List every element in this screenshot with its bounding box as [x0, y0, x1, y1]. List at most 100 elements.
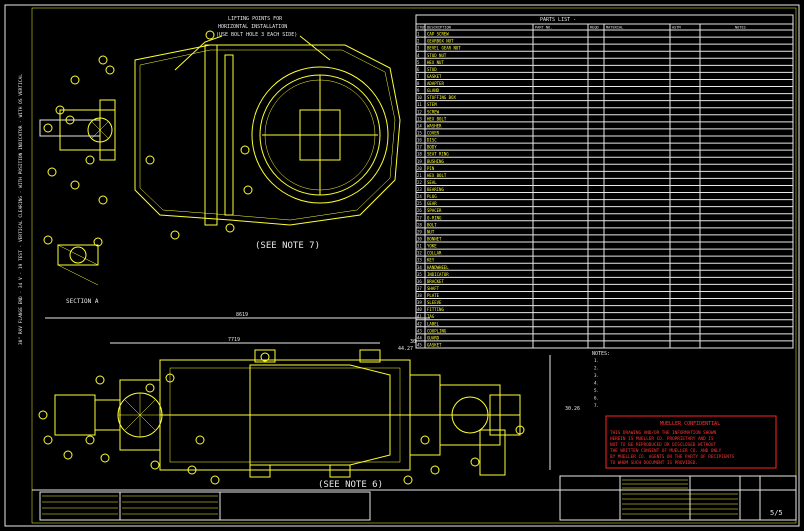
- parts-cell: 9: [417, 88, 420, 93]
- bolt: [98, 195, 108, 205]
- note-line: 5.: [594, 388, 599, 393]
- dim-3026: 30.26: [565, 406, 580, 412]
- parts-cell: CAP SCREW: [427, 32, 449, 37]
- parts-cell: 15: [417, 131, 422, 136]
- parts-cell: STEM: [427, 102, 437, 107]
- parts-cell: SLEEVE: [427, 300, 442, 305]
- note-line: 2.: [594, 366, 599, 371]
- parts-cell: 18: [417, 152, 422, 157]
- bolt: [65, 115, 75, 125]
- note-line: 6.: [594, 396, 599, 401]
- parts-cell: PLATE: [427, 293, 440, 298]
- gear-plate: [99, 99, 116, 161]
- sheet-number: 5/5: [770, 509, 783, 517]
- item-balloons: [43, 30, 253, 240]
- parts-cell: 33: [417, 258, 422, 263]
- inner-border: [31, 7, 797, 524]
- parts-cell: 44: [417, 335, 422, 340]
- parts-cell: 20: [417, 166, 422, 171]
- parts-header: MATERIAL: [606, 26, 623, 30]
- parts-cell: BEARING: [427, 187, 444, 192]
- parts-header: PART NO.: [535, 26, 552, 30]
- note-line: 4.: [594, 381, 599, 386]
- parts-cell: 42: [417, 321, 422, 326]
- parts-cell: O-RING: [427, 215, 442, 220]
- item-balloons-bottom: [38, 352, 525, 485]
- parts-cell: 24: [417, 194, 422, 199]
- parts-cell: ADAPTER: [427, 81, 444, 86]
- confidential-line: BY MUELLER CO. AGENTS OR THE PARTY OF RE…: [610, 454, 735, 460]
- notes-block: NOTES: 1. 2. 3. 4. 5. 6. 7.: [592, 351, 610, 408]
- lifting-note-1: LIFTING POINTS FOR: [228, 16, 283, 22]
- parts-cell: 3: [417, 46, 420, 51]
- parts-cell: GEARBOX NUT: [427, 39, 454, 44]
- parts-cell: 26: [417, 208, 422, 213]
- section-a-label: SECTION A: [66, 298, 99, 305]
- parts-cell: 39: [417, 300, 422, 305]
- bottom-view: 8619 7719 44.27 30 30.26: [38, 312, 580, 490]
- parts-cell: BUSHING: [427, 159, 444, 164]
- parts-cell: BONNET: [427, 237, 442, 242]
- parts-cell: 28: [417, 222, 422, 227]
- flange-left: [204, 44, 218, 226]
- see-note-7-label: (SEE NOTE 7): [255, 241, 320, 251]
- section-a-detail: SECTION A: [43, 235, 103, 305]
- note-line: 3.: [594, 373, 599, 378]
- parts-cell: TAG: [427, 314, 435, 319]
- title-block: 5/5: [32, 475, 797, 521]
- parts-header: ITEM: [417, 26, 426, 30]
- parts-cell: FITTING: [427, 307, 444, 312]
- parts-cell: BOLT: [427, 222, 437, 227]
- flange-left-2: [224, 54, 234, 216]
- parts-cell: COUPLING: [427, 328, 447, 333]
- dim-7719: 7719: [228, 337, 240, 343]
- bolt: [70, 180, 80, 190]
- parts-cell: 16: [417, 138, 422, 143]
- confidential-box: MUELLER CONFIDENTIAL THIS DRAWING AND/OR…: [605, 415, 777, 469]
- bolt: [70, 75, 80, 85]
- parts-cell: 29: [417, 229, 422, 234]
- parts-cell: 25: [417, 201, 422, 206]
- parts-cell: COVER: [427, 131, 440, 136]
- parts-cell: 14: [417, 123, 422, 128]
- parts-header: ASTM: [672, 26, 681, 30]
- leader-line: [174, 35, 223, 71]
- parts-cell: 30: [417, 237, 422, 242]
- parts-cell: 31: [417, 244, 422, 249]
- sheet-border: [4, 4, 800, 527]
- confidential-line: NOT TO BE REPRODUCED OR DISCLOSED WITHOU…: [610, 442, 716, 448]
- parts-cell: SCREW: [427, 109, 440, 114]
- dim-8619: 8619: [236, 312, 248, 318]
- parts-cell: HEX BOLT: [427, 173, 447, 178]
- parts-cell: 43: [417, 328, 422, 333]
- parts-cell: HEX BOLT: [427, 116, 447, 121]
- lifting-note-3: (USE BOLT HOLE 3 EACH SIDE): [216, 32, 297, 38]
- parts-cell: 19: [417, 159, 422, 164]
- parts-cell: 41: [417, 314, 422, 319]
- see-note-6-label: (SEE NOTE 6): [318, 480, 383, 490]
- parts-list-title: PARTS LIST -: [540, 17, 576, 23]
- parts-cell: PIN: [427, 166, 435, 171]
- parts-cell: 17: [417, 145, 422, 150]
- parts-cell: 21: [417, 173, 422, 178]
- parts-cell: SHAFT: [427, 286, 440, 291]
- parts-cell: INDICATOR: [427, 272, 449, 277]
- confidential-line: THE WRITTEN CONSENT OF MUELLER CO. AND O…: [610, 448, 722, 454]
- parts-cell: 23: [417, 187, 422, 192]
- parts-cell: 10: [417, 95, 422, 100]
- parts-cell: BODY: [427, 145, 437, 150]
- parts-cell: BRACKET: [427, 279, 444, 284]
- dim-4427: 44.27: [398, 346, 413, 352]
- parts-cell: HEX NUT: [427, 60, 444, 65]
- parts-cell: WASHER: [427, 123, 442, 128]
- parts-cell: 1: [417, 32, 420, 37]
- parts-cell: 40: [417, 307, 422, 312]
- confidential-line: THIS DRAWING AND/OR THE INFORMATION SHOW…: [610, 430, 716, 436]
- parts-cell: GASKET: [427, 74, 442, 79]
- lifting-note-2: HORIZONTAL INSTALLATION: [218, 24, 287, 30]
- parts-cell: 27: [417, 215, 422, 220]
